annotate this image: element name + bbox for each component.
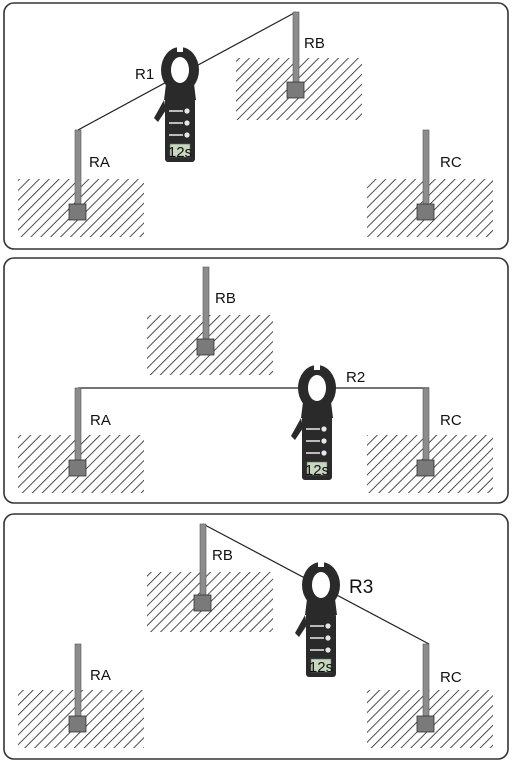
rod-label-ra: RA	[90, 412, 111, 429]
rod-label-ra: RA	[90, 667, 111, 684]
rod-label-rc: RC	[440, 154, 462, 171]
meter-display-text: 12s	[168, 144, 192, 161]
ground-rod-icon	[68, 129, 87, 221]
meter-label: R1	[135, 66, 154, 83]
meter-label: R3	[349, 577, 373, 598]
rod-label-rb: RB	[304, 35, 325, 52]
ground-rod-icon	[196, 266, 215, 356]
rod-label-ra: RA	[89, 154, 110, 171]
rod-label-rc: RC	[440, 412, 462, 429]
ground-rod-icon	[68, 643, 87, 733]
ground-rod-icon	[416, 387, 435, 477]
rod-label-rb: RB	[212, 547, 233, 564]
ground-rod-icon	[68, 387, 87, 477]
rod-label-rc: RC	[440, 669, 462, 686]
panel-3: 12s RA RB RC R3	[3, 513, 509, 760]
ground-rod-icon	[416, 129, 435, 221]
meter-display-text: 12s	[305, 462, 329, 479]
ground-rod-icon	[286, 11, 305, 99]
panel-1: 12s RA RB RC R1	[3, 2, 509, 250]
ground-rod-icon	[416, 643, 435, 733]
meter-label: R2	[346, 369, 365, 386]
rod-label-rb: RB	[215, 290, 236, 307]
panel-2: 12s RA RB RC R2	[3, 257, 509, 504]
meter-display-text: 12s	[309, 659, 333, 676]
ground-rod-icon	[193, 523, 212, 612]
